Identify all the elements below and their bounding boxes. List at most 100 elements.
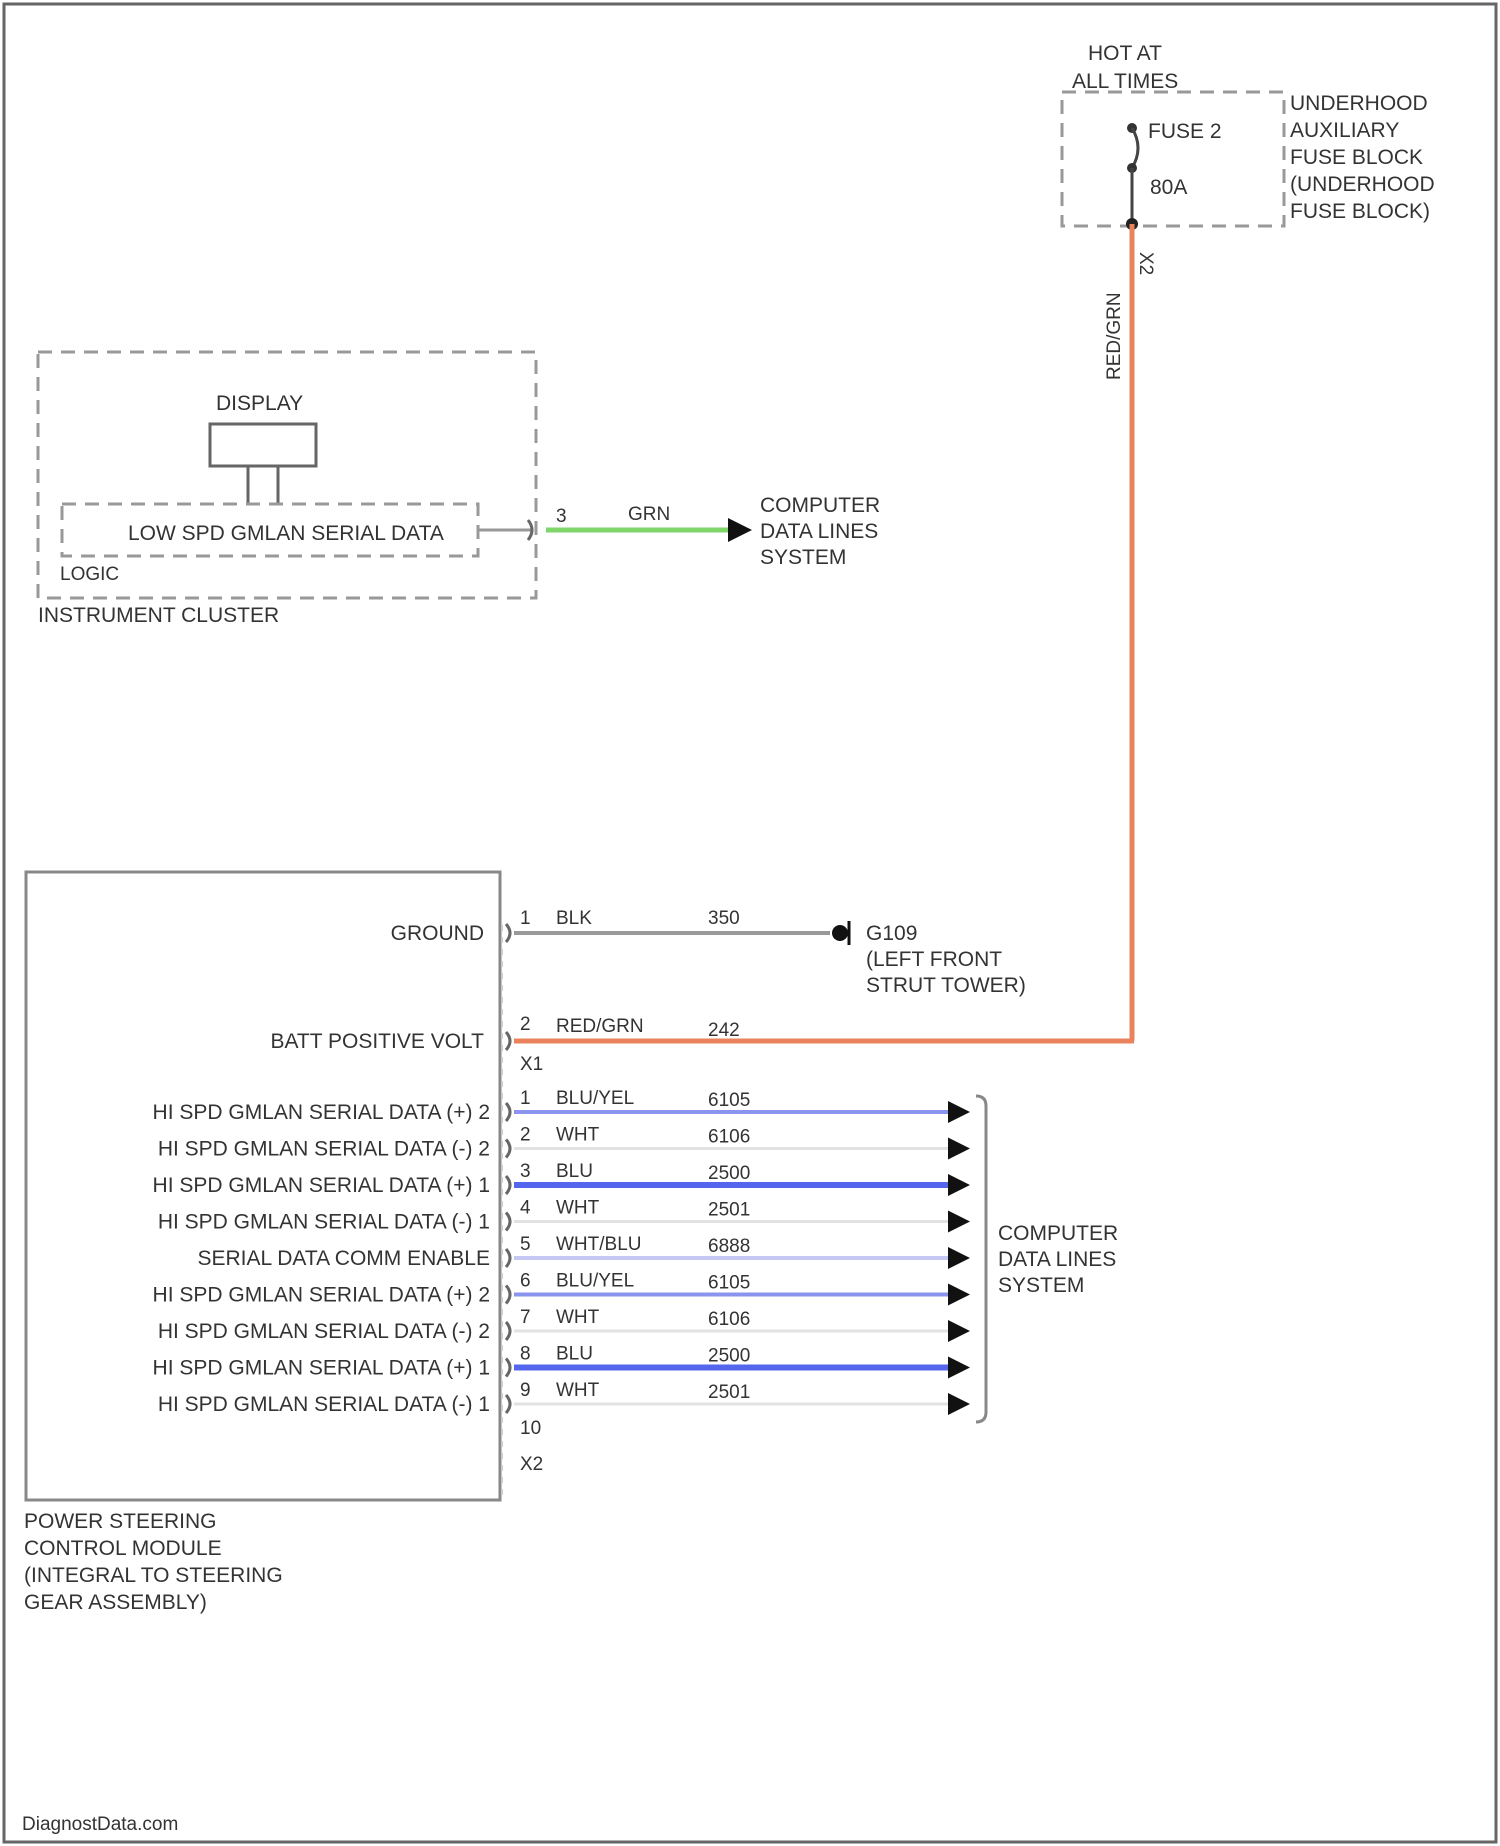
- spare-pin: 10: [520, 1418, 541, 1439]
- low-spd-gmlan-label: LOW SPD GMLAN SERIAL DATA: [128, 522, 444, 545]
- fuse-block-name-3: FUSE BLOCK: [1290, 146, 1423, 169]
- data-wire-color: BLU/YEL: [556, 1088, 634, 1109]
- pscm-name-2: CONTROL MODULE: [24, 1537, 222, 1560]
- data-wire-circuit: 2500: [708, 1346, 750, 1367]
- data-pin-bracket: [506, 1249, 510, 1267]
- logic-label: LOGIC: [60, 564, 119, 585]
- data-pin-bracket: [506, 1103, 510, 1121]
- data-wire-circuit: 2501: [708, 1382, 750, 1403]
- fuse-pin-x2: X2: [1135, 252, 1156, 275]
- data-pin-number: 9: [520, 1380, 531, 1401]
- wire-red-grn-vertical-color: RED/GRN: [1104, 292, 1125, 380]
- data-wire-arrow: [948, 1101, 970, 1123]
- data-wire-arrow: [948, 1247, 970, 1269]
- fuse-block-name-5: FUSE BLOCK): [1290, 200, 1430, 223]
- data-wire-circuit: 6106: [708, 1127, 750, 1148]
- data-wire-circuit: 6105: [708, 1090, 750, 1111]
- all-times-label: ALL TIMES: [1072, 70, 1178, 93]
- data-pin-number: 8: [520, 1344, 531, 1365]
- data-pin-bracket: [506, 1213, 510, 1231]
- ground-circuit: 350: [708, 908, 740, 929]
- data-wire-arrow: [948, 1320, 970, 1342]
- fuse-block-name-2: AUXILIARY: [1290, 119, 1399, 142]
- data-pin-label: HI SPD GMLAN SERIAL DATA (-) 2: [158, 1320, 490, 1343]
- batt-pin-bracket: [506, 1032, 510, 1050]
- data-pin-number: 5: [520, 1234, 531, 1255]
- wire-grn-color: GRN: [628, 504, 670, 525]
- data-wire-circuit: 6105: [708, 1273, 750, 1294]
- data-pin-bracket: [506, 1359, 510, 1377]
- data-wire-arrow: [948, 1393, 970, 1415]
- batt-label: BATT POSITIVE VOLT: [270, 1030, 484, 1053]
- fuse-name: FUSE 2: [1148, 120, 1222, 143]
- data-wire-color: WHT: [556, 1198, 600, 1219]
- pscm-name-4: GEAR ASSEMBLY): [24, 1591, 207, 1614]
- fuse-block-name-1: UNDERHOOD: [1290, 92, 1428, 115]
- fuse-block: HOT AT ALL TIMES FUSE 2 80A UNDERHOOD AU…: [1062, 42, 1435, 275]
- data-dest-3: SYSTEM: [998, 1274, 1084, 1297]
- data-pin-bracket: [506, 1322, 510, 1340]
- pscm-name-1: POWER STEERING: [24, 1510, 217, 1533]
- ground-dest-1: G109: [866, 922, 917, 945]
- display-box: [210, 424, 316, 466]
- instrument-cluster-label: INSTRUMENT CLUSTER: [38, 604, 279, 627]
- data-wire-color: WHT/BLU: [556, 1234, 642, 1255]
- data-wire-arrow: [948, 1211, 970, 1233]
- connector-x1: X1: [520, 1054, 543, 1075]
- data-wire-color: WHT: [556, 1307, 600, 1328]
- data-pin-label: HI SPD GMLAN SERIAL DATA (-) 1: [158, 1393, 490, 1416]
- data-wire-arrow: [948, 1138, 970, 1160]
- data-pin-bracket: [506, 1286, 510, 1304]
- ground-dest-2: (LEFT FRONT: [866, 948, 1002, 971]
- data-pin-label: HI SPD GMLAN SERIAL DATA (+) 2: [153, 1284, 490, 1307]
- data-pin-bracket: [506, 1176, 510, 1194]
- data-pin-label: SERIAL DATA COMM ENABLE: [197, 1247, 490, 1270]
- connector-x2: X2: [520, 1454, 543, 1475]
- data-pin-label: HI SPD GMLAN SERIAL DATA (-) 1: [158, 1211, 490, 1234]
- hot-at-label: HOT AT: [1088, 42, 1162, 65]
- data-wire-color: BLU: [556, 1161, 593, 1182]
- data-wire-color: WHT: [556, 1125, 600, 1146]
- data-pin-bracket: [506, 1140, 510, 1158]
- fuse-block-outline: [1062, 92, 1284, 226]
- data-wire-arrow: [948, 1284, 970, 1306]
- grn-arrow: [728, 518, 752, 542]
- data-wire-color: BLU/YEL: [556, 1271, 634, 1292]
- instrument-cluster: DISPLAY LOW SPD GMLAN SERIAL DATA LOGIC …: [38, 352, 567, 627]
- data-pin-bracket: [506, 1395, 510, 1413]
- data-pin-label: HI SPD GMLAN SERIAL DATA (-) 2: [158, 1138, 490, 1161]
- data-pin-number: 1: [520, 1088, 531, 1109]
- ground-pin-bracket: [506, 924, 510, 942]
- fuse-rating: 80A: [1150, 176, 1187, 199]
- batt-circuit: 242: [708, 1020, 740, 1041]
- data-dest-2: DATA LINES: [998, 1248, 1116, 1271]
- ground-label: GROUND: [391, 922, 484, 945]
- data-pin-label: HI SPD GMLAN SERIAL DATA (+) 1: [153, 1357, 490, 1380]
- data-pin-number: 3: [520, 1161, 531, 1182]
- data-wire-circuit: 2501: [708, 1200, 750, 1221]
- data-wire-color: WHT: [556, 1380, 600, 1401]
- data-wire-arrow: [948, 1174, 970, 1196]
- batt-pin: 2: [520, 1014, 531, 1035]
- ground-terminal: [832, 925, 848, 941]
- data-pin-number: 2: [520, 1125, 531, 1146]
- display-label: DISPLAY: [216, 392, 303, 415]
- data-pin-number: 6: [520, 1271, 531, 1292]
- data-pin-number: 7: [520, 1307, 531, 1328]
- ground-dest-3: STRUT TOWER): [866, 974, 1026, 997]
- data-wire-circuit: 6106: [708, 1309, 750, 1330]
- cluster-dest-2: DATA LINES: [760, 520, 878, 543]
- pscm-name-3: (INTEGRAL TO STEERING: [24, 1564, 283, 1587]
- data-wire-circuit: 6888: [708, 1236, 750, 1257]
- fuse-symbol: [1132, 128, 1138, 168]
- data-dest-1: COMPUTER: [998, 1222, 1118, 1245]
- pscm-module: POWER STEERING CONTROL MODULE (INTEGRAL …: [24, 872, 1134, 1614]
- ground-pin: 1: [520, 908, 531, 929]
- ground-color: BLK: [556, 908, 592, 929]
- data-pin-number: 4: [520, 1198, 531, 1219]
- cluster-dest-1: COMPUTER: [760, 494, 880, 517]
- cluster-dest-3: SYSTEM: [760, 546, 846, 569]
